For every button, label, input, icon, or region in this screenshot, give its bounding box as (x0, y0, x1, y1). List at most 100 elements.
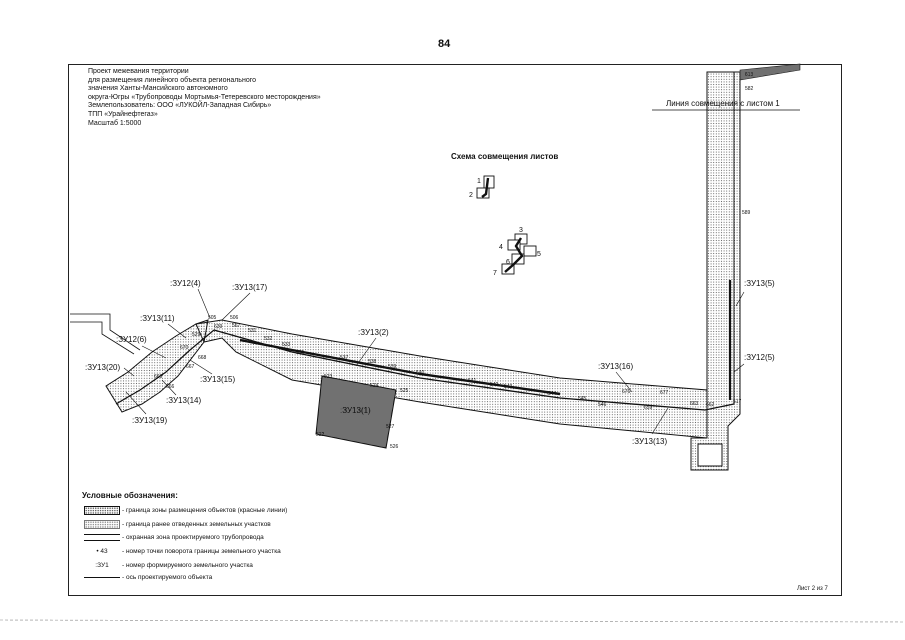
point-number: 540 (416, 370, 425, 376)
point-number: 669 (154, 374, 163, 380)
leader-line (355, 337, 377, 367)
legend-text: - граница ранее отведенных земельных уча… (122, 521, 271, 528)
key-route (481, 177, 524, 273)
leader-line (167, 323, 187, 339)
parcel-label: :ЗУ13(19) (132, 416, 168, 425)
point-number: 542 (490, 382, 499, 388)
key-sheet-number: 6 (506, 259, 510, 266)
legend-swatch-guard-zone (84, 534, 120, 541)
point-number: 522 (316, 432, 325, 438)
point-number: 532 (264, 336, 273, 342)
project-header: Проект межевания территории для размещен… (88, 68, 321, 128)
parcel-label: :ЗУ13(1) (340, 406, 371, 415)
point-number: 543 (504, 384, 513, 390)
parcel-label: :ЗУ13(11) (140, 314, 175, 323)
leader-line (197, 288, 211, 319)
point-number: 666 (166, 384, 175, 390)
point-number: 567 (232, 323, 241, 329)
page-edge (0, 619, 905, 623)
guard-zone-main (239, 338, 561, 396)
legend-item-prev-parcels: - граница ранее отведенных земельных уча… (84, 520, 271, 529)
axis-left-branch (115, 329, 215, 405)
point-number: 505 (208, 315, 217, 321)
left-road-2 (70, 321, 135, 355)
header-line: Проект межевания территории (88, 68, 189, 75)
legend-text: - номер формируемого земельного участка (122, 562, 253, 569)
key-sheet-number: 2 (469, 192, 473, 199)
point-number: 676 (622, 389, 631, 395)
point-number: 537 (340, 355, 349, 361)
point-number: 670 (180, 345, 189, 351)
point-number: 677 (660, 390, 669, 396)
point-number: 526 (390, 444, 399, 450)
leader-line (189, 359, 213, 375)
pad-box (697, 443, 723, 467)
key-sheet-number: 5 (537, 251, 541, 258)
parcel-label: :ЗУ12(4) (170, 279, 201, 288)
leader-line (651, 407, 669, 435)
legend-symbol-point: • 43 (96, 548, 108, 555)
key-sheet-5 (523, 245, 537, 257)
point-number: 545 (578, 396, 587, 402)
junction-line-label: Линия совмещения с листом 1 (666, 99, 780, 108)
point-number: 506 (230, 315, 239, 321)
point-number: 544 (548, 391, 557, 397)
point-number: 524 (370, 383, 379, 389)
point-number: 539 (388, 364, 397, 370)
header-line: Землепользователь: ООО «ЛУКОЙЛ-Западная … (88, 102, 272, 110)
key-sheet-2 (476, 187, 490, 199)
legend-swatch-zone (84, 506, 120, 515)
legend-text: - номер точки поворота границы земельног… (122, 548, 281, 555)
parcel-label: :ЗУ13(13) (632, 437, 668, 446)
parcel-label: :ЗУ13(20) (85, 363, 121, 372)
leader-line (141, 345, 167, 359)
point-number: 668 (198, 355, 207, 361)
leader-line (733, 363, 745, 373)
parcel-label: :ЗУ13(5) (744, 279, 775, 288)
point-number: 613 (745, 72, 754, 78)
leader-line (221, 292, 251, 321)
point-number: 662 (706, 402, 715, 408)
legend-text: - граница зоны размещения объектов (крас… (122, 507, 288, 514)
header-line: ТПП «Урайнефтегаз» (88, 110, 158, 118)
leader-line (125, 391, 147, 415)
sheet-frame (68, 64, 842, 596)
point-number: 659 (644, 405, 653, 411)
legend-item-zone: - граница зоны размещения объектов (крас… (84, 506, 287, 515)
key-sheet-1 (483, 175, 495, 189)
point-number: 517 (733, 399, 742, 405)
point-number: 538 (368, 359, 377, 365)
key-sheet-number: 7 (493, 270, 497, 277)
header-line: для размещения линейного объекта региона… (88, 76, 256, 84)
key-sheet-number: 1 (477, 178, 481, 185)
left-road (70, 313, 141, 351)
key-sheet-number: 4 (499, 244, 503, 251)
point-number: 523 (324, 374, 333, 380)
point-number: 589 (742, 210, 751, 216)
parcel-label: :ЗУ13(2) (358, 328, 389, 337)
point-number: 525 (400, 388, 409, 394)
legend-item-point: • 43 - номер точки поворота границы земе… (84, 547, 281, 556)
point-number: 582 (745, 86, 754, 92)
point-number: 546 (598, 402, 607, 408)
point-number: 535 (296, 350, 305, 356)
page-number: 84 (438, 38, 451, 50)
zone-vertical-corridor (690, 71, 741, 471)
legend-swatch-axis (84, 573, 120, 582)
parcel-label: :ЗУ13(16) (598, 362, 634, 371)
header-line: Масштаб 1:5000 (88, 119, 142, 127)
sheet-label: Лист 2 из 7 (797, 586, 828, 592)
parcel-label: :ЗУ12(6) (116, 335, 147, 344)
legend-swatch-prev-parcels (84, 520, 120, 529)
legend-item-parcel-number: :ЗУ1 - номер формируемого земельного уча… (84, 561, 253, 570)
legend-symbol-parcel: :ЗУ1 (95, 562, 109, 569)
leader-line (615, 371, 633, 393)
leader-lines (123, 288, 745, 435)
legend-item-axis: - ось проектируемого объекта (84, 573, 212, 582)
header-line: округа-Югры «Трубопроводы Мортымья-Тетер… (88, 93, 321, 101)
leader-line (161, 379, 177, 396)
parcel-label: :ЗУ13(15) (200, 375, 236, 384)
point-number: 541 (468, 378, 477, 384)
leader-line (123, 367, 135, 377)
